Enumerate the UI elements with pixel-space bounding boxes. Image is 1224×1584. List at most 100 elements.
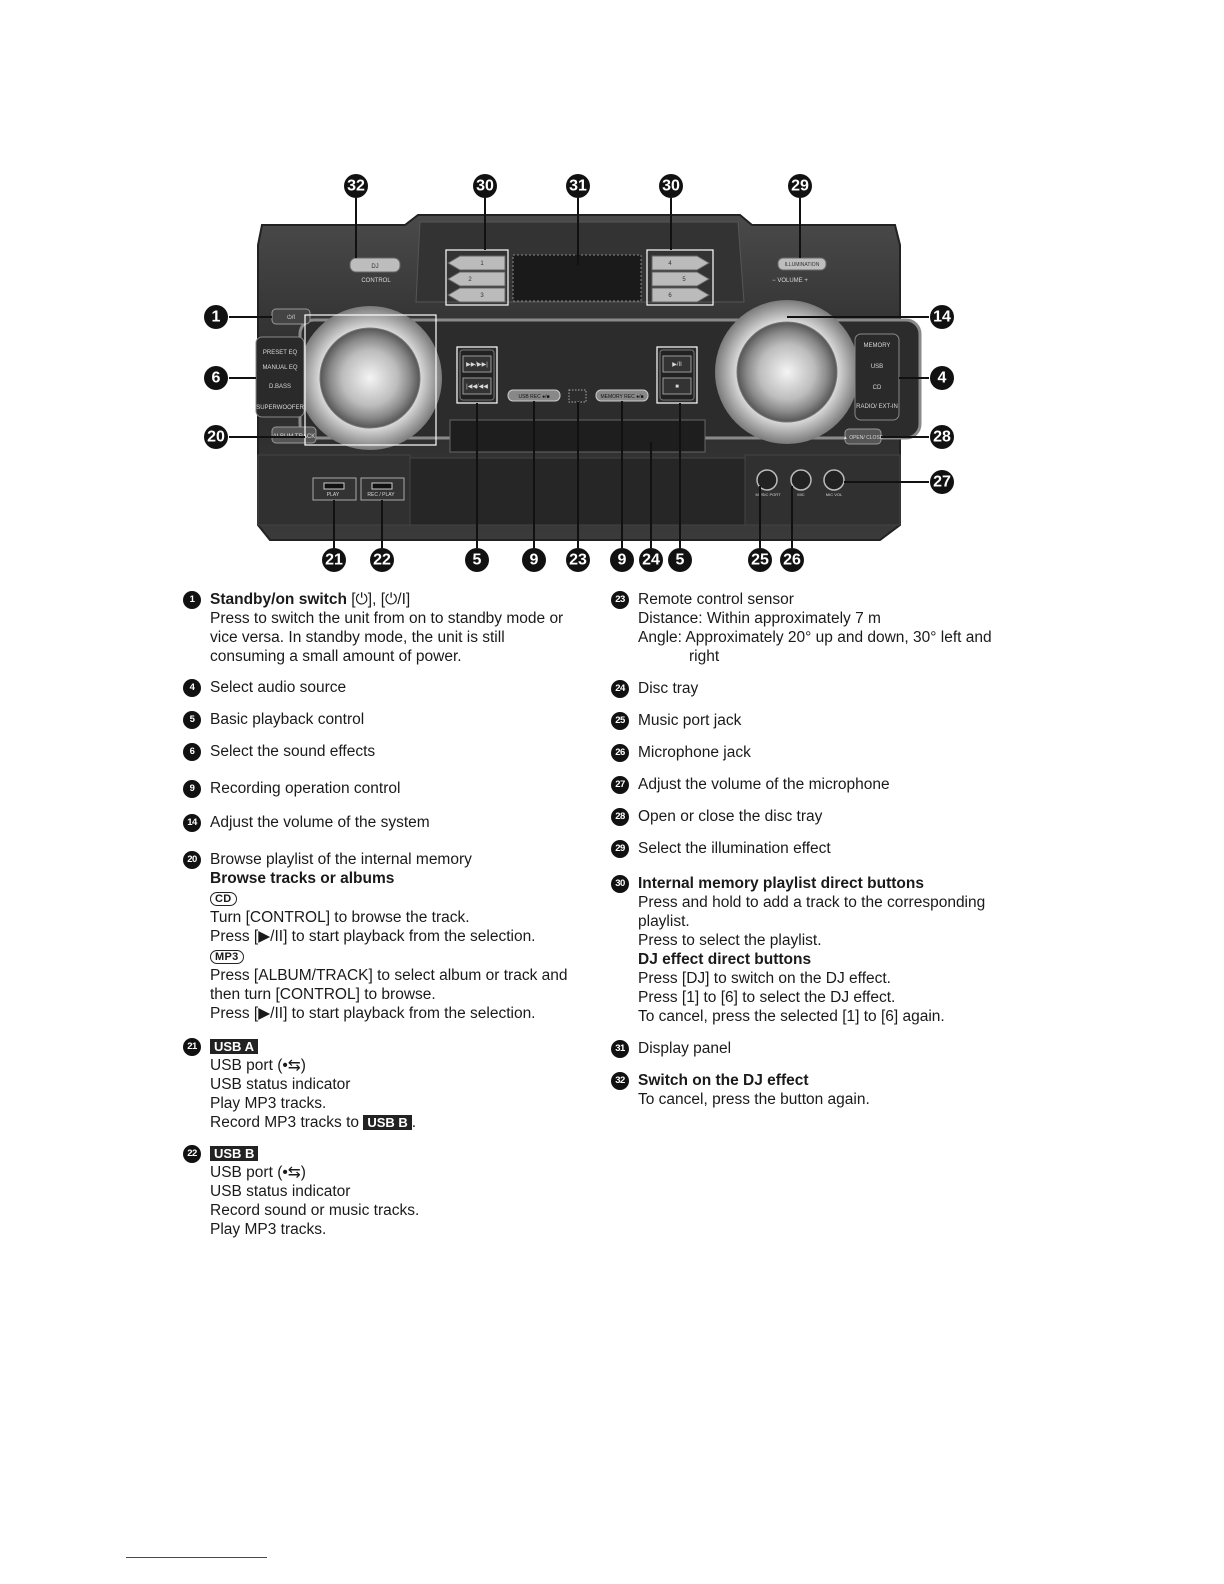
- music-port-jack[interactable]: MUSIC PORT: [755, 469, 781, 497]
- item-22: 22 USB B USB port (•⇆) USB status indica…: [183, 1144, 593, 1239]
- callout-bottom-22: 22: [370, 548, 394, 572]
- memory-rec-button[interactable]: MEMORY REC ●/■: [595, 389, 649, 402]
- item-number: 20: [183, 851, 201, 869]
- svg-text:23: 23: [569, 552, 587, 569]
- item-line: To cancel, press the button again.: [638, 1091, 870, 1108]
- callout-top-32: 32: [344, 174, 368, 198]
- item-text: Disc tray: [638, 680, 699, 697]
- open-close-label: ▲ OPEN/ CLOSE: [843, 435, 884, 441]
- preset-1-button[interactable]: 1: [480, 261, 484, 267]
- svg-text:24: 24: [642, 552, 660, 569]
- item-number: 23: [611, 591, 629, 609]
- item-line: Press [▶/II] to start playback from the …: [210, 1005, 536, 1022]
- preset-6-button[interactable]: 6: [668, 293, 672, 299]
- stop-label: ■: [675, 384, 679, 390]
- svg-text:29: 29: [791, 178, 809, 195]
- callout-bottom-26: 26: [780, 548, 804, 572]
- cd-tag: CD: [210, 892, 237, 906]
- item-line: Press [ALBUM/TRACK] to select album or t…: [210, 967, 568, 984]
- preset-5-button[interactable]: 5: [682, 277, 686, 283]
- item-subtitle: DJ effect direct buttons: [638, 951, 812, 968]
- usb-b-port[interactable]: REC / PLAY: [360, 477, 405, 501]
- callout-left-20: 20: [204, 425, 228, 449]
- album-track-button[interactable]: ALBUM TRACK: [271, 426, 317, 444]
- item-line: Play MP3 tracks.: [210, 1095, 327, 1112]
- source-buttons: MEMORY USB CD RADIO/ EXT-IN: [854, 333, 900, 421]
- usb-button[interactable]: USB: [871, 364, 883, 370]
- item-text: Recording operation control: [210, 780, 401, 797]
- svg-text:6: 6: [212, 370, 221, 387]
- footnote-rule: [126, 1557, 267, 1558]
- memory-button[interactable]: MEMORY: [864, 343, 891, 349]
- mic-volume-knob[interactable]: MIC VOL: [823, 469, 845, 497]
- item-text: Select the illumination effect: [638, 840, 831, 857]
- item-20: 20 Browse playlist of the internal memor…: [183, 850, 593, 1023]
- item-line: Angle: Approximately 20° up and down, 30…: [638, 629, 992, 646]
- item-number: 24: [611, 680, 629, 698]
- preset-eq-button[interactable]: PRESET EQ: [263, 350, 298, 356]
- right-description-column: 23 Remote control sensor Distance: Withi…: [611, 588, 1031, 1109]
- preset-3-button[interactable]: 3: [480, 293, 484, 299]
- item-1: 1 Standby/on switch [⏻], [⏻/I] Press to …: [183, 590, 593, 666]
- callout-bottom-23: 23: [566, 548, 590, 572]
- left-description-column: 1 Standby/on switch [⏻], [⏻/I] Press to …: [183, 588, 593, 1239]
- radio-ext-in-button[interactable]: RADIO/ EXT-IN: [856, 404, 898, 410]
- item-subtitle: Browse tracks or albums: [210, 870, 395, 887]
- svg-text:30: 30: [476, 178, 494, 195]
- item-number: 30: [611, 875, 629, 893]
- open-close-button[interactable]: ▲ OPEN/ CLOSE: [843, 428, 884, 445]
- item-text: Adjust the volume of the microphone: [638, 776, 890, 793]
- item-text: Music port jack: [638, 712, 742, 729]
- item-number: 28: [611, 808, 629, 826]
- callout-top-30b: 30: [659, 174, 683, 198]
- manual-eq-button[interactable]: MANUAL EQ: [262, 365, 297, 371]
- callout-right-27: 27: [930, 470, 954, 494]
- item-line: Press [1] to [6] to select the DJ effect…: [638, 989, 896, 1006]
- item-title-suffix: [⏻], [⏻/I]: [346, 591, 411, 608]
- usb-a-label: PLAY: [327, 492, 340, 498]
- callout-top-30a: 30: [473, 174, 497, 198]
- control-knob[interactable]: [298, 306, 442, 450]
- dj-button[interactable]: DJ: [349, 257, 401, 273]
- illumination-button[interactable]: ILLUMINATION: [777, 257, 827, 271]
- callout-bottom-9b: 9: [610, 548, 634, 572]
- record-text: Record MP3 tracks to: [210, 1114, 364, 1131]
- usb-rec-button[interactable]: USB REC ●/■: [507, 389, 561, 402]
- record-suffix: .: [411, 1114, 417, 1131]
- item-line: Press and hold to add a track to the cor…: [638, 894, 986, 911]
- item-21: 21 USB A USB port (•⇆) USB status indica…: [183, 1037, 593, 1132]
- svg-text:26: 26: [783, 552, 801, 569]
- skip-back-button[interactable]: [462, 377, 492, 395]
- item-28: 28 Open or close the disc tray: [611, 807, 1031, 826]
- item-number: 14: [183, 814, 201, 832]
- item-number: 22: [183, 1145, 201, 1163]
- callout-top-31: 31: [566, 174, 590, 198]
- play-pause-button[interactable]: [662, 355, 692, 373]
- cd-button[interactable]: CD: [873, 385, 882, 391]
- item-number: 27: [611, 776, 629, 794]
- svg-text:30: 30: [662, 178, 680, 195]
- microphone-jack[interactable]: MIC: [790, 469, 812, 497]
- item-title: Internal memory playlist direct buttons: [638, 875, 924, 892]
- dbass-button[interactable]: D.BASS: [269, 384, 291, 390]
- front-panel-diagram: DJ CONTROL ⏻/I 1 2 3 4 5 6 ILLUMINATION …: [204, 174, 954, 572]
- item-line: then turn [CONTROL] to browse.: [210, 986, 436, 1003]
- volume-knob[interactable]: [715, 300, 859, 444]
- item-number: 25: [611, 712, 629, 730]
- stop-button[interactable]: [662, 377, 692, 395]
- preset-buttons-right: 4 5 6: [651, 255, 710, 303]
- power-button[interactable]: ⏻/I: [271, 308, 311, 325]
- memory-rec-label: MEMORY REC ●/■: [600, 394, 643, 400]
- skip-forward-button[interactable]: [462, 355, 492, 373]
- superwoofer-button[interactable]: SUPERWOOFER: [256, 405, 304, 411]
- item-23: 23 Remote control sensor Distance: Withi…: [611, 590, 1031, 666]
- preset-buttons-left: 1 2 3: [447, 255, 506, 303]
- item-line: vice versa. In standby mode, the unit is…: [210, 629, 505, 646]
- item-text: Basic playback control: [210, 711, 365, 728]
- item-text: Select the sound effects: [210, 743, 376, 760]
- usb-a-tag: USB A: [210, 1039, 258, 1054]
- usb-a-port[interactable]: PLAY: [312, 477, 357, 501]
- preset-2-button[interactable]: 2: [468, 277, 472, 283]
- usb-b-tag: USB B: [363, 1115, 412, 1130]
- preset-4-button[interactable]: 4: [668, 261, 672, 267]
